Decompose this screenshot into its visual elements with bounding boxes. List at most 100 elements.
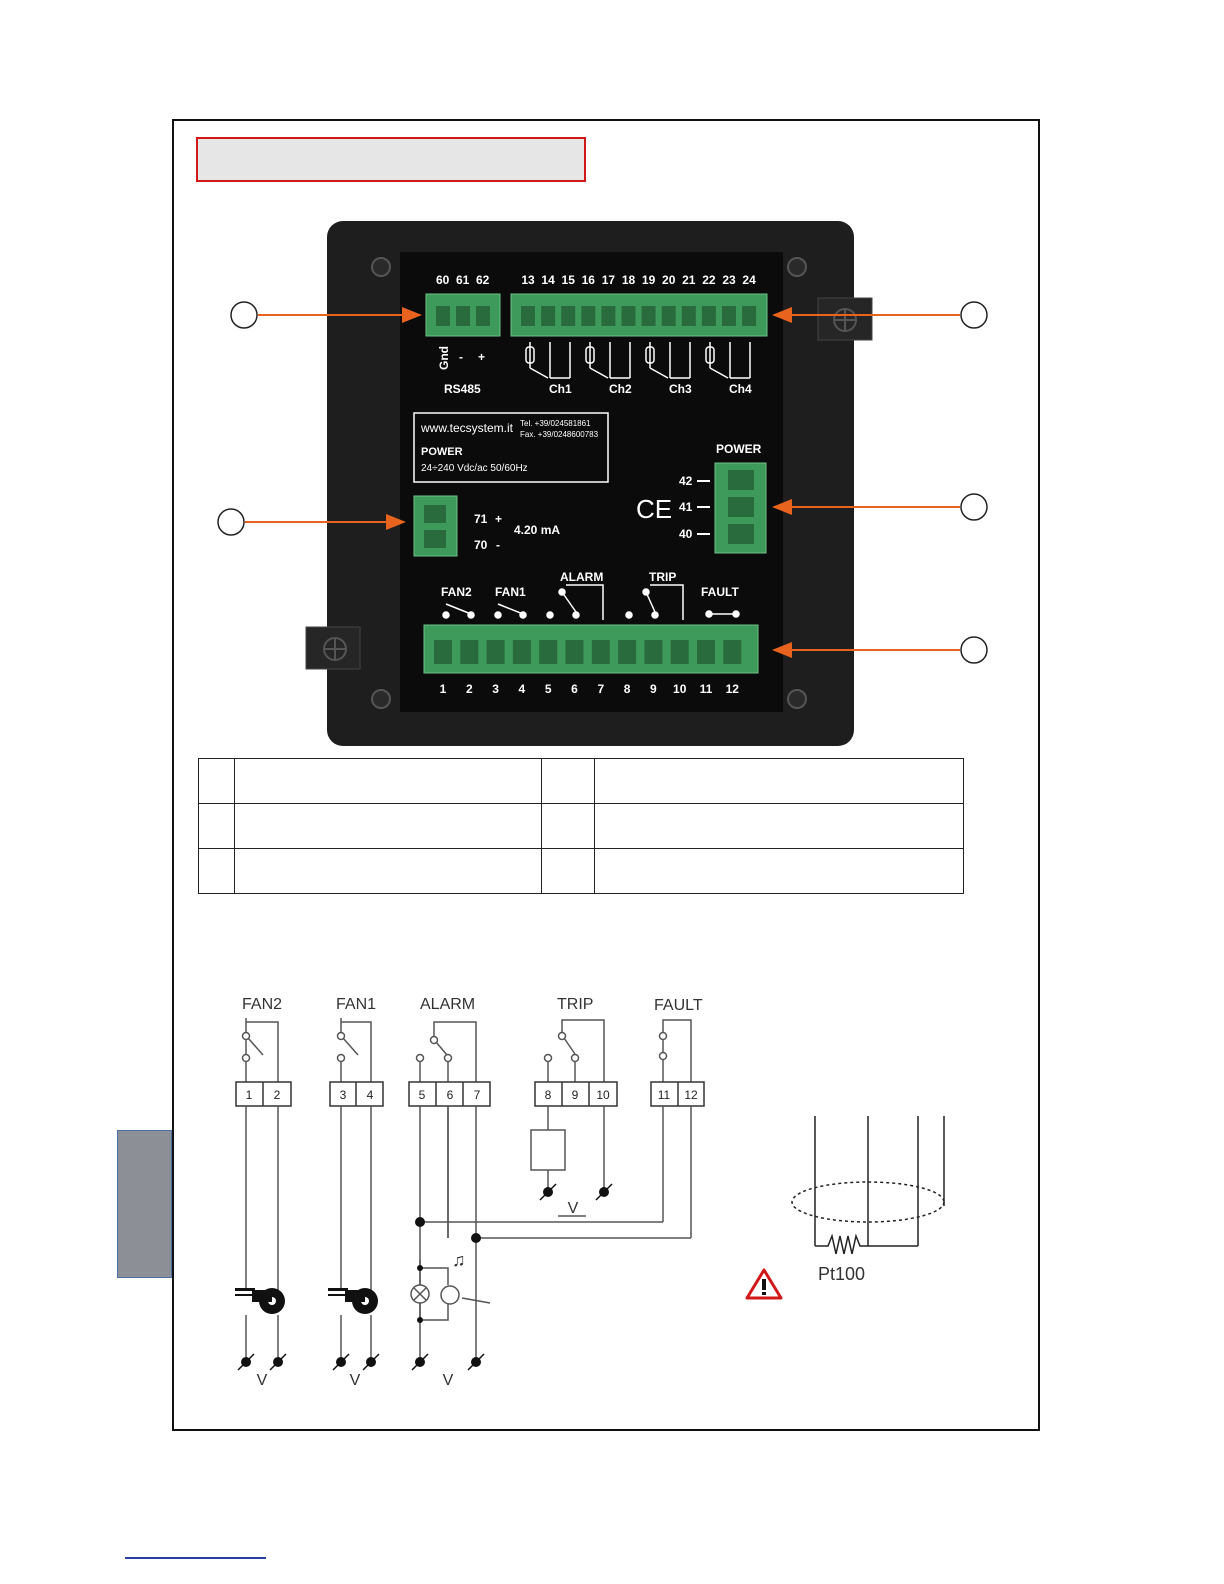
top-right-pin-13: 13 [521,273,535,287]
supply-ticks [237,1183,613,1371]
info-power-title: POWER [421,446,463,458]
terminal-pin [434,640,452,664]
fan-icon-2 [328,1288,378,1314]
info-power-spec: 24÷240 Vdc/ac 50/60Hz [421,463,528,474]
wiring-terminal-9: 9 [572,1088,579,1102]
fan1-voltage-label: V [350,1372,361,1389]
top-right-pin-15: 15 [562,273,576,287]
top-right-pin-19: 19 [642,273,656,287]
table-row [198,803,964,849]
terminal-pin [742,306,757,326]
wiring-label-fan2: FAN2 [242,996,282,1013]
rs485-label: RS485 [444,382,481,396]
warning-icon [745,1268,783,1300]
top-left-pin-62: 62 [476,273,490,287]
relay-contact-symbols [442,584,740,620]
terminal-pin [601,306,616,326]
terminal-pin [561,306,576,326]
power-pin-41: 41 [679,500,693,514]
wiring-terminal-4: 4 [367,1088,374,1102]
screw-hole-icons [371,257,807,709]
device-relay-label-fan2: FAN2 [441,585,472,599]
callout-markers [245,307,960,658]
wiring-label-trip: TRIP [557,996,593,1013]
info-website: www.tecsystem.it [420,421,514,435]
rs485-gnd-label: Gnd [437,346,451,370]
terminal-pin [722,306,736,326]
wiring-terminal-10: 10 [596,1088,610,1102]
bottom-pin-1: 1 [440,682,447,696]
pt100-sensor-diagram [791,1116,945,1255]
device-relay-label-trip: TRIP [649,570,676,584]
sensor-label: Pt100 [818,1264,865,1284]
terminal-pin [701,306,716,326]
terminal-pin [521,306,535,326]
side-clip-left [305,626,361,670]
side-tab [117,1130,172,1278]
info-label-box [413,412,609,483]
callout-circle-3 [217,508,245,536]
top-right-pin-14: 14 [541,273,555,287]
power-label: POWER [716,442,762,456]
rs485-plus-label: + [478,350,485,364]
top-right-pin-17: 17 [602,273,616,287]
info-fax: Fax. +39/0248600783 [520,430,599,439]
terminal-pin [476,306,490,326]
alarm-voltage-label: V [443,1372,454,1389]
table-row [198,848,964,894]
power-pin-42: 42 [679,474,693,488]
side-clip-right [817,297,873,341]
terminal-pin [697,640,715,664]
terminal-pin [539,640,558,664]
fan2-voltage-label: V [257,1372,268,1389]
terminal-pin [681,306,696,326]
top-right-pin-20: 20 [662,273,676,287]
terminal-pin [486,640,505,664]
analog-pin-70-sign: - [496,538,500,552]
fan-icon-1 [235,1288,285,1314]
terminal-pin [456,306,470,326]
analog-pin-71: 71 [474,512,488,526]
device-relay-label-alarm: ALARM [560,570,603,584]
terminal-pin [670,640,689,664]
ce-mark-icon: CE [636,494,672,524]
top-right-pin-23: 23 [722,273,736,287]
wiring-label-fan1: FAN1 [336,996,376,1013]
wiring-diagram [235,1018,705,1360]
top-left-pin-61: 61 [456,273,470,287]
terminal-pin [641,306,656,326]
analog-output-label: 4.20 mA [514,523,560,537]
terminal-pin [460,640,479,664]
horn-note-icon: ♫ [452,1250,466,1270]
rs485-minus-label: - [459,350,463,364]
wiring-terminal-5: 5 [419,1088,426,1102]
terminal-pin [436,306,450,326]
top-right-pin-16: 16 [582,273,596,287]
info-tel: Tel. +39/024581861 [520,419,591,428]
channel-label-4: Ch4 [729,382,752,396]
bottom-pin-7: 7 [597,682,604,696]
top-right-pin-24: 24 [742,273,756,287]
wiring-terminal-6: 6 [447,1088,454,1102]
top-left-pin-60: 60 [436,273,450,287]
terminal-pin [541,306,556,326]
wiring-label-fault: FAULT [654,997,703,1014]
bottom-pin-4: 4 [519,682,526,696]
section-title-box [196,137,586,182]
bottom-pin-5: 5 [545,682,552,696]
page-frame [172,119,1040,1431]
top-right-pin-21: 21 [682,273,696,287]
wiring-terminal-1: 1 [246,1088,253,1102]
wiring-terminal-12: 12 [684,1088,698,1102]
bottom-pin-11: 11 [700,682,713,696]
terminal-pin [581,306,596,326]
wiring-terminal-7: 7 [474,1088,481,1102]
wiring-terminal-3: 3 [340,1088,347,1102]
table-row [198,758,964,804]
terminal-pin [591,640,610,664]
callout-circle-5 [960,636,988,664]
device-relay-label-fault: FAULT [701,585,739,599]
bottom-pin-2: 2 [466,682,473,696]
top-right-pin-18: 18 [622,273,636,287]
sensor-symbol-icon [645,342,691,379]
